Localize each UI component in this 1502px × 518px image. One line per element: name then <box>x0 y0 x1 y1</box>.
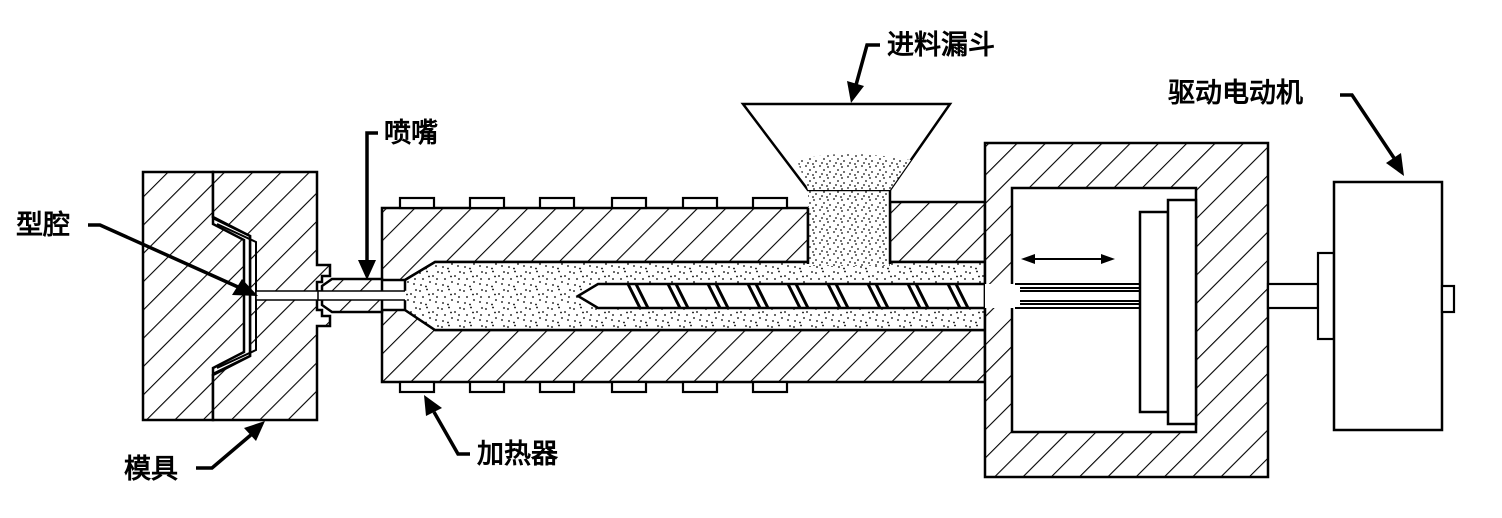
heater-band-bottom <box>468 380 506 394</box>
leader-nozzle <box>365 131 378 262</box>
motor-coupling <box>1316 251 1336 341</box>
housing-shaft-opening <box>985 284 1015 308</box>
leader-motor <box>1340 93 1396 159</box>
labels: 型腔 喷嘴 进料漏斗 驱动电动机 模具 加热器 <box>16 30 1303 485</box>
drive-motor <box>1266 180 1456 432</box>
sprue-channel <box>255 290 321 301</box>
nozzle <box>317 277 430 314</box>
heater-band-bottom <box>610 380 648 394</box>
nozzle-taper <box>405 280 430 310</box>
leader-arrows <box>88 43 1404 470</box>
drive-housing <box>983 141 1270 479</box>
arrowhead-hopper <box>847 81 864 103</box>
heater-band-top <box>681 196 719 210</box>
stroke-direction-arrow <box>1021 254 1115 264</box>
label-hopper: 进料漏斗 <box>887 30 995 61</box>
piston-plate-inner <box>1166 198 1198 426</box>
heater-band-top <box>751 196 789 210</box>
barrel-upper-right <box>888 200 987 264</box>
heater-band-bottom <box>398 380 436 394</box>
screw <box>575 282 987 310</box>
leader-mold <box>196 432 254 470</box>
heater-band-bottom <box>538 380 576 394</box>
arrowhead-nozzle <box>358 260 376 280</box>
heater-band-bottom <box>681 380 719 394</box>
drive-shaft <box>1266 282 1320 310</box>
heater-band-top <box>538 196 576 210</box>
heater-band-top <box>610 196 648 210</box>
hopper <box>740 102 953 192</box>
arrowhead-mold-cavity <box>232 279 258 296</box>
hopper-throat <box>808 186 890 266</box>
nozzle-bore <box>317 290 409 301</box>
piston-rod-lines <box>1015 283 1140 309</box>
mold <box>141 170 332 422</box>
hopper-granules <box>797 154 911 190</box>
motor-rear-stub <box>1440 284 1456 314</box>
piston-plate-outer <box>1138 210 1170 414</box>
arrowhead-heater <box>424 395 442 416</box>
label-mold: 模具 <box>124 454 178 485</box>
label-nozzle: 喷嘴 <box>384 118 438 149</box>
label-heater: 加热器 <box>477 439 559 470</box>
heater-band-top <box>398 196 436 210</box>
leader-hopper <box>854 43 880 86</box>
screw-flights <box>626 283 970 309</box>
leader-mold-cavity <box>88 223 239 289</box>
label-mold-cavity: 型腔 <box>16 210 70 241</box>
heater-bands <box>398 196 789 394</box>
heater-band-bottom <box>751 380 789 394</box>
arrowhead-motor <box>1386 153 1404 176</box>
heater-band-top <box>468 196 506 210</box>
mold-cavity <box>211 216 252 376</box>
housing-frame <box>983 141 1270 479</box>
motor-body <box>1332 180 1444 432</box>
arrowhead-mold <box>244 421 265 441</box>
label-drive-motor: 驱动电动机 <box>1168 78 1303 109</box>
leader-heater <box>432 411 470 456</box>
